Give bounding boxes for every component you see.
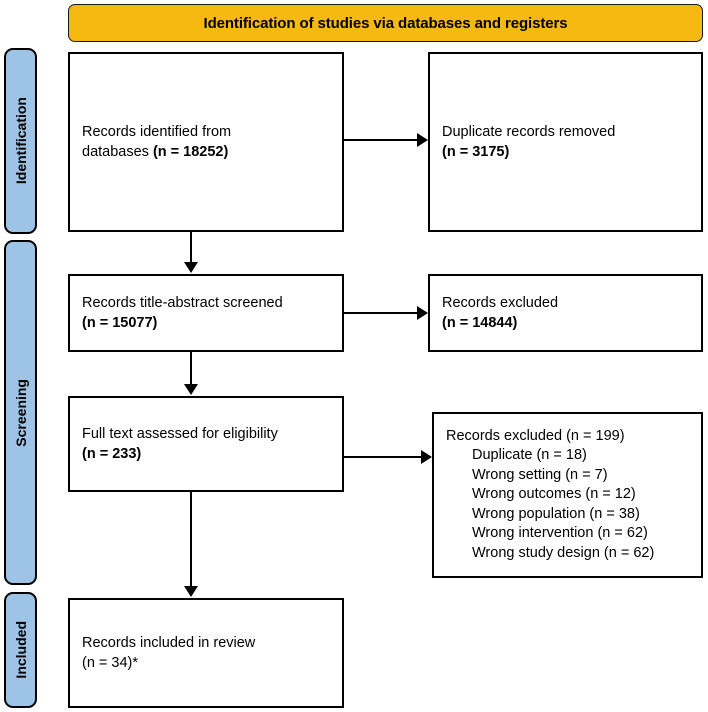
stage-label-text: Screening: [12, 378, 29, 447]
box-line-2-count: (n = 15077): [82, 315, 158, 331]
box-line-1: Duplicate records removed: [442, 124, 616, 140]
box-line-2-count: (n = 3175): [442, 144, 510, 160]
connector-identified-to-duplicates: [344, 139, 418, 141]
connector-identified-to-screened: [190, 232, 192, 263]
box-line-1: Records excluded: [442, 295, 559, 311]
exclusion-heading: Records excluded (n = 199): [446, 428, 625, 445]
stage-label-included: Included: [4, 592, 37, 708]
box-records-screened: Records title-abstract screened (n = 150…: [68, 274, 344, 352]
stage-label-screening: Screening: [4, 240, 37, 585]
exclusion-reason-item: Duplicate (n = 18): [472, 447, 587, 464]
box-line-2-count: (n = 14844): [442, 315, 518, 331]
connector-screened-to-excluded: [344, 312, 418, 314]
exclusion-reason-item: Wrong population (n = 38): [472, 505, 640, 522]
identification-banner: Identification of studies via databases …: [68, 4, 703, 42]
box-line-1: Full text assessed for eligibility: [82, 426, 278, 442]
connector-fulltext-to-included: [190, 492, 192, 587]
exclusion-reason-item: Wrong setting (n = 7): [472, 466, 608, 483]
box-line-1: Records title-abstract screened: [82, 295, 283, 311]
box-line-2-prefix: databases: [82, 144, 153, 160]
box-records-included: Records included in review (n = 34)*: [68, 598, 344, 708]
box-line-1: Records identified from: [82, 124, 232, 140]
arrowhead-right: [417, 306, 428, 320]
arrowhead-down: [184, 384, 198, 395]
box-duplicate-records-removed: Duplicate records removed (n = 3175): [428, 52, 703, 232]
box-records-identified: Records identified from databases (n = 1…: [68, 52, 344, 232]
arrowhead-down: [184, 586, 198, 597]
arrowhead-right: [421, 450, 432, 464]
stage-label-text: Included: [12, 621, 29, 679]
connector-fulltext-to-excluded-reasons: [344, 456, 422, 458]
exclusion-reason-item: Wrong intervention (n = 62): [472, 525, 648, 542]
exclusion-reason-item: Wrong outcomes (n = 12): [472, 486, 636, 503]
box-line-2-count: (n = 34)*: [82, 655, 139, 671]
arrowhead-down: [184, 262, 198, 273]
box-line-2: databases (n = 18252): [82, 142, 330, 162]
connector-screened-to-fulltext: [190, 352, 192, 385]
banner-title: Identification of studies via databases …: [203, 14, 568, 32]
box-line-2-count: (n = 18252): [152, 144, 229, 160]
box-fulltext-assessed: Full text assessed for eligibility (n = …: [68, 396, 344, 492]
box-records-excluded-screening: Records excluded (n = 14844): [428, 274, 703, 352]
box-line-1: Records included in review: [82, 635, 256, 651]
stage-label-text: Identification: [12, 97, 29, 185]
box-line-2-count: (n = 233): [82, 446, 142, 462]
stage-label-identification: Identification: [4, 48, 37, 234]
box-records-excluded-fulltext: Records excluded (n = 199) Duplicate (n …: [432, 412, 703, 578]
exclusion-reason-item: Wrong study design (n = 62): [472, 544, 655, 561]
arrowhead-right: [417, 133, 428, 147]
